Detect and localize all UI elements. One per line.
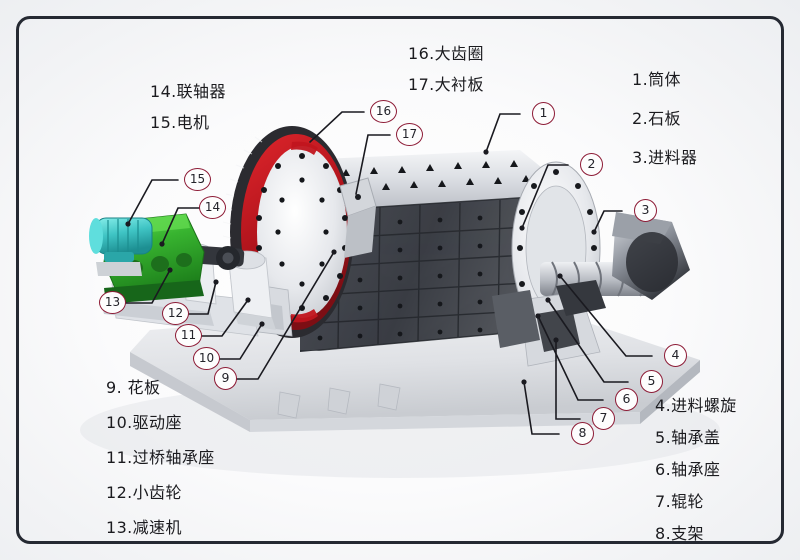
discharge-end-assembly bbox=[492, 161, 690, 367]
bearing-pedestal bbox=[492, 280, 606, 367]
label-16-gear-ring: 16.大齿圈 bbox=[408, 44, 484, 63]
callout-8[interactable]: 8 bbox=[571, 422, 594, 445]
callout-6[interactable]: 6 bbox=[615, 388, 638, 411]
callout-1[interactable]: 1 bbox=[532, 102, 555, 125]
callout-12[interactable]: 12 bbox=[162, 302, 189, 325]
label-9-flower-plate: 9. 花板 bbox=[106, 378, 161, 397]
callout-11[interactable]: 11 bbox=[175, 324, 202, 347]
label-4-feed-screw: 4.进料螺旋 bbox=[655, 396, 737, 415]
large-liner-plate bbox=[339, 177, 377, 258]
label-15-motor: 15.电机 bbox=[150, 113, 210, 132]
callout-3[interactable]: 3 bbox=[634, 199, 657, 222]
label-5-bearing-cover: 5.轴承盖 bbox=[655, 428, 721, 447]
label-7-roller: 7.辊轮 bbox=[655, 492, 704, 511]
label-10-drive-base: 10.驱动座 bbox=[106, 413, 182, 432]
feed-hopper bbox=[612, 212, 690, 300]
label-1-cylinder: 1.筒体 bbox=[632, 70, 681, 89]
callout-17[interactable]: 17 bbox=[396, 123, 423, 146]
callout-7[interactable]: 7 bbox=[592, 407, 615, 430]
label-13-reducer: 13.减速机 bbox=[106, 518, 182, 537]
label-3-feeder: 3.进料器 bbox=[632, 148, 698, 167]
label-11-bridge-bearing-seat: 11.过桥轴承座 bbox=[106, 448, 215, 467]
callout-13[interactable]: 13 bbox=[99, 291, 126, 314]
electric-motor bbox=[89, 217, 153, 276]
label-8-support: 8.支架 bbox=[655, 524, 704, 543]
callout-5[interactable]: 5 bbox=[640, 370, 663, 393]
label-14-coupling: 14.联轴器 bbox=[150, 82, 226, 101]
callout-15[interactable]: 15 bbox=[184, 168, 211, 191]
callout-16[interactable]: 16 bbox=[370, 100, 397, 123]
callout-4[interactable]: 4 bbox=[664, 344, 687, 367]
callout-2[interactable]: 2 bbox=[580, 153, 603, 176]
callout-10[interactable]: 10 bbox=[193, 347, 220, 370]
label-17-liner-plate: 17.大衬板 bbox=[408, 75, 484, 94]
label-6-bearing-seat: 6.轴承座 bbox=[655, 460, 721, 479]
callout-9[interactable]: 9 bbox=[214, 367, 237, 390]
label-2-stone-plate: 2.石板 bbox=[632, 109, 681, 128]
label-12-pinion: 12.小齿轮 bbox=[106, 483, 182, 502]
drive-train-assembly bbox=[89, 213, 276, 337]
callout-14[interactable]: 14 bbox=[199, 196, 226, 219]
